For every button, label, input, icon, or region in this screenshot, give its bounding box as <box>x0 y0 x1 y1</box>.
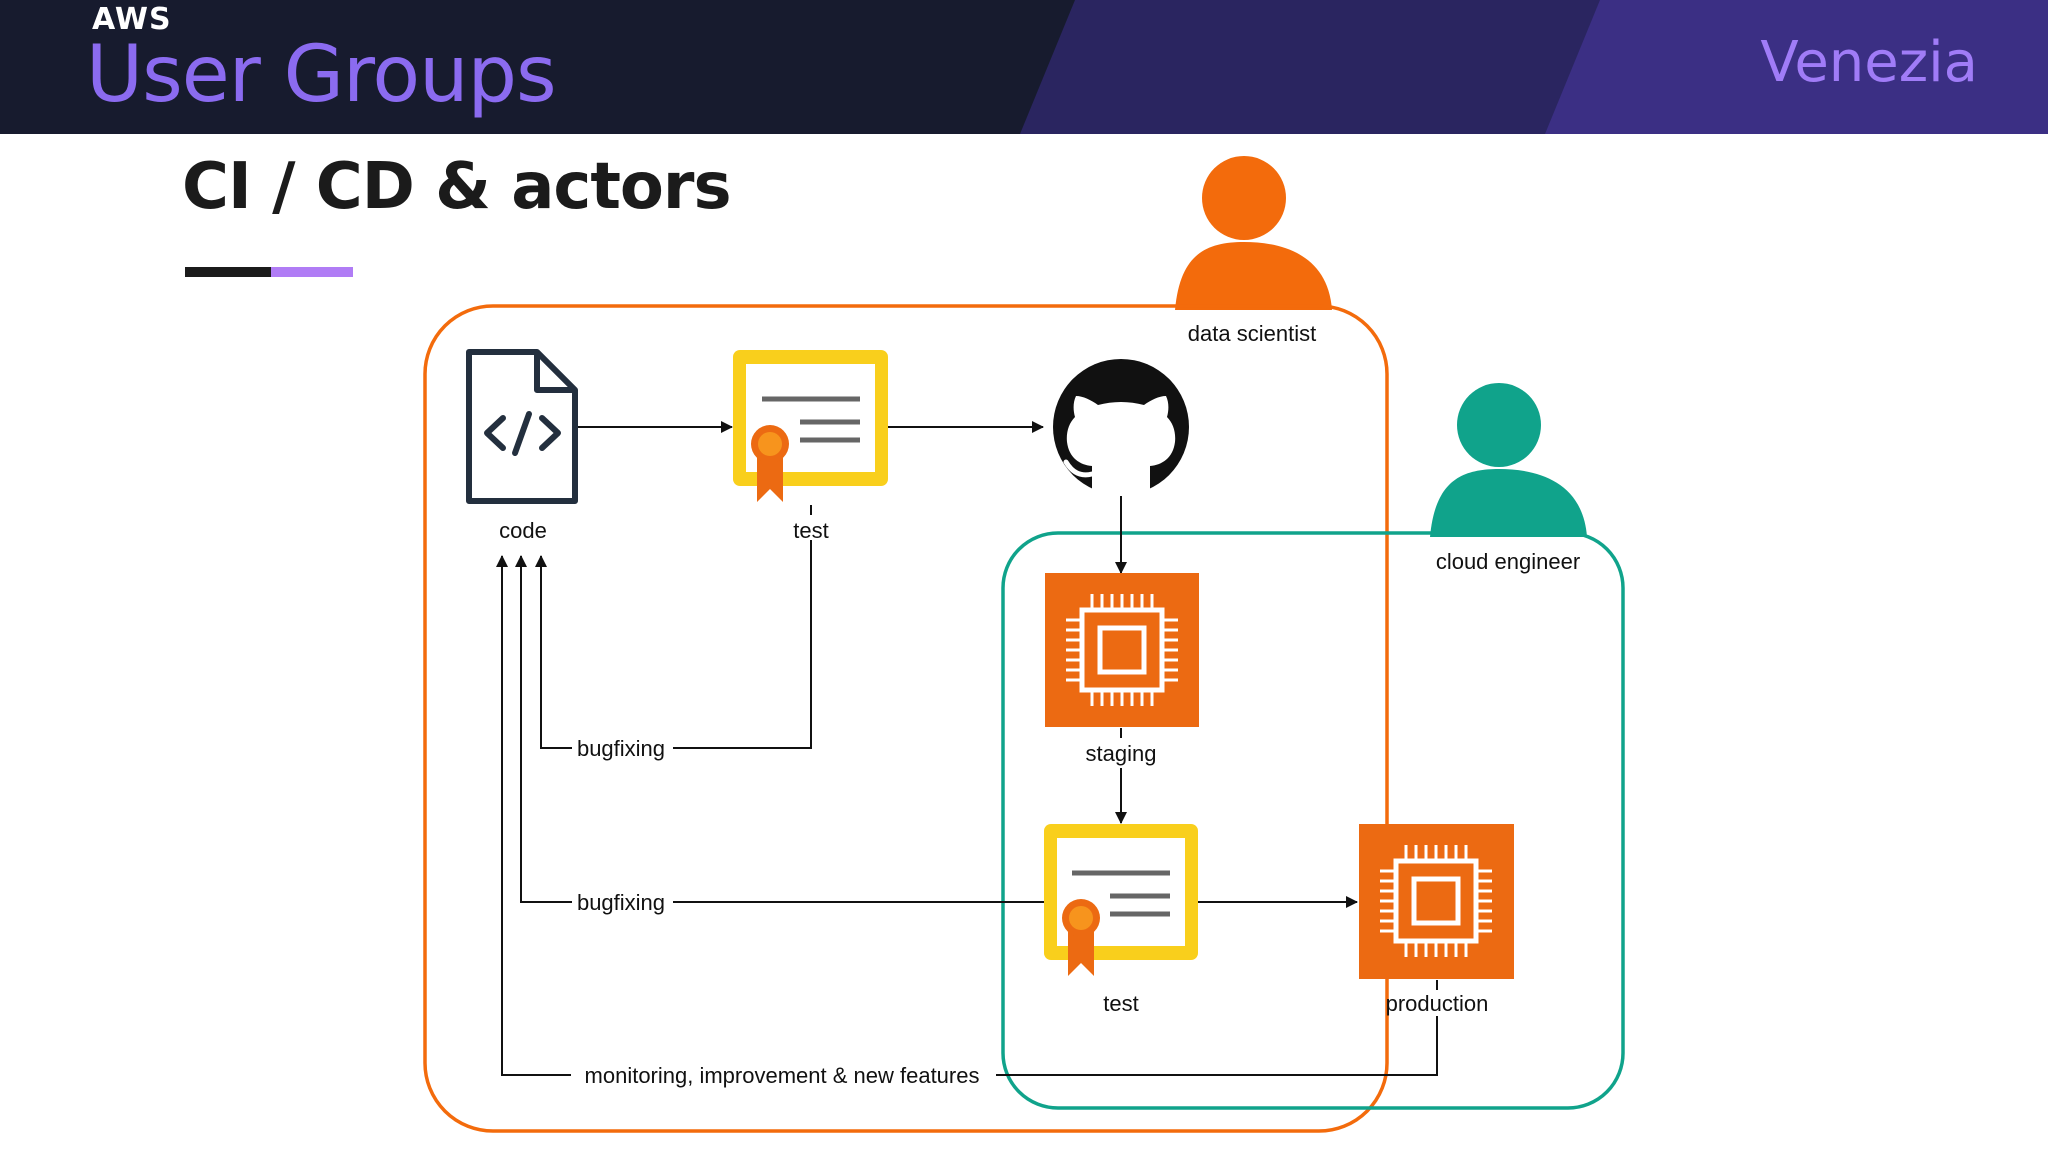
test-label-bottom: test <box>1103 991 1138 1016</box>
test-certificate-icon[interactable] <box>733 350 888 502</box>
code-label: code <box>499 518 547 543</box>
bugfixing-label: bugfixing <box>577 890 665 915</box>
header-banner <box>0 0 2048 134</box>
test-label-top: test <box>793 518 828 543</box>
edges <box>496 421 1438 1076</box>
data-scientist-boundary <box>423 304 1389 1133</box>
production-label: production <box>1386 991 1489 1016</box>
production-chip-icon[interactable] <box>1359 824 1514 979</box>
cloud-engineer-boundary <box>1001 531 1625 1110</box>
bugfixing-label: bugfixing <box>577 736 665 761</box>
test-certificate-icon[interactable] <box>1044 824 1198 976</box>
aws-label: AWS <box>92 2 172 37</box>
data-scientist-person-icon <box>1175 156 1332 310</box>
data-scientist-label: data scientist <box>1188 321 1316 346</box>
feedback-label: monitoring, improvement & new features <box>585 1063 980 1088</box>
group-title: User Groups <box>86 30 557 120</box>
title-underline <box>185 267 353 277</box>
slide-title: CI / CD & actors <box>182 150 732 224</box>
brand-logo-text: Venezia <box>1760 30 1978 95</box>
cloud-engineer-person-icon <box>1430 383 1587 537</box>
github-icon[interactable] <box>1053 359 1189 496</box>
staging-chip-icon[interactable] <box>1045 573 1199 727</box>
code-file-icon[interactable] <box>466 349 578 504</box>
cloud-engineer-label: cloud engineer <box>1436 549 1580 574</box>
staging-label: staging <box>1086 741 1157 766</box>
